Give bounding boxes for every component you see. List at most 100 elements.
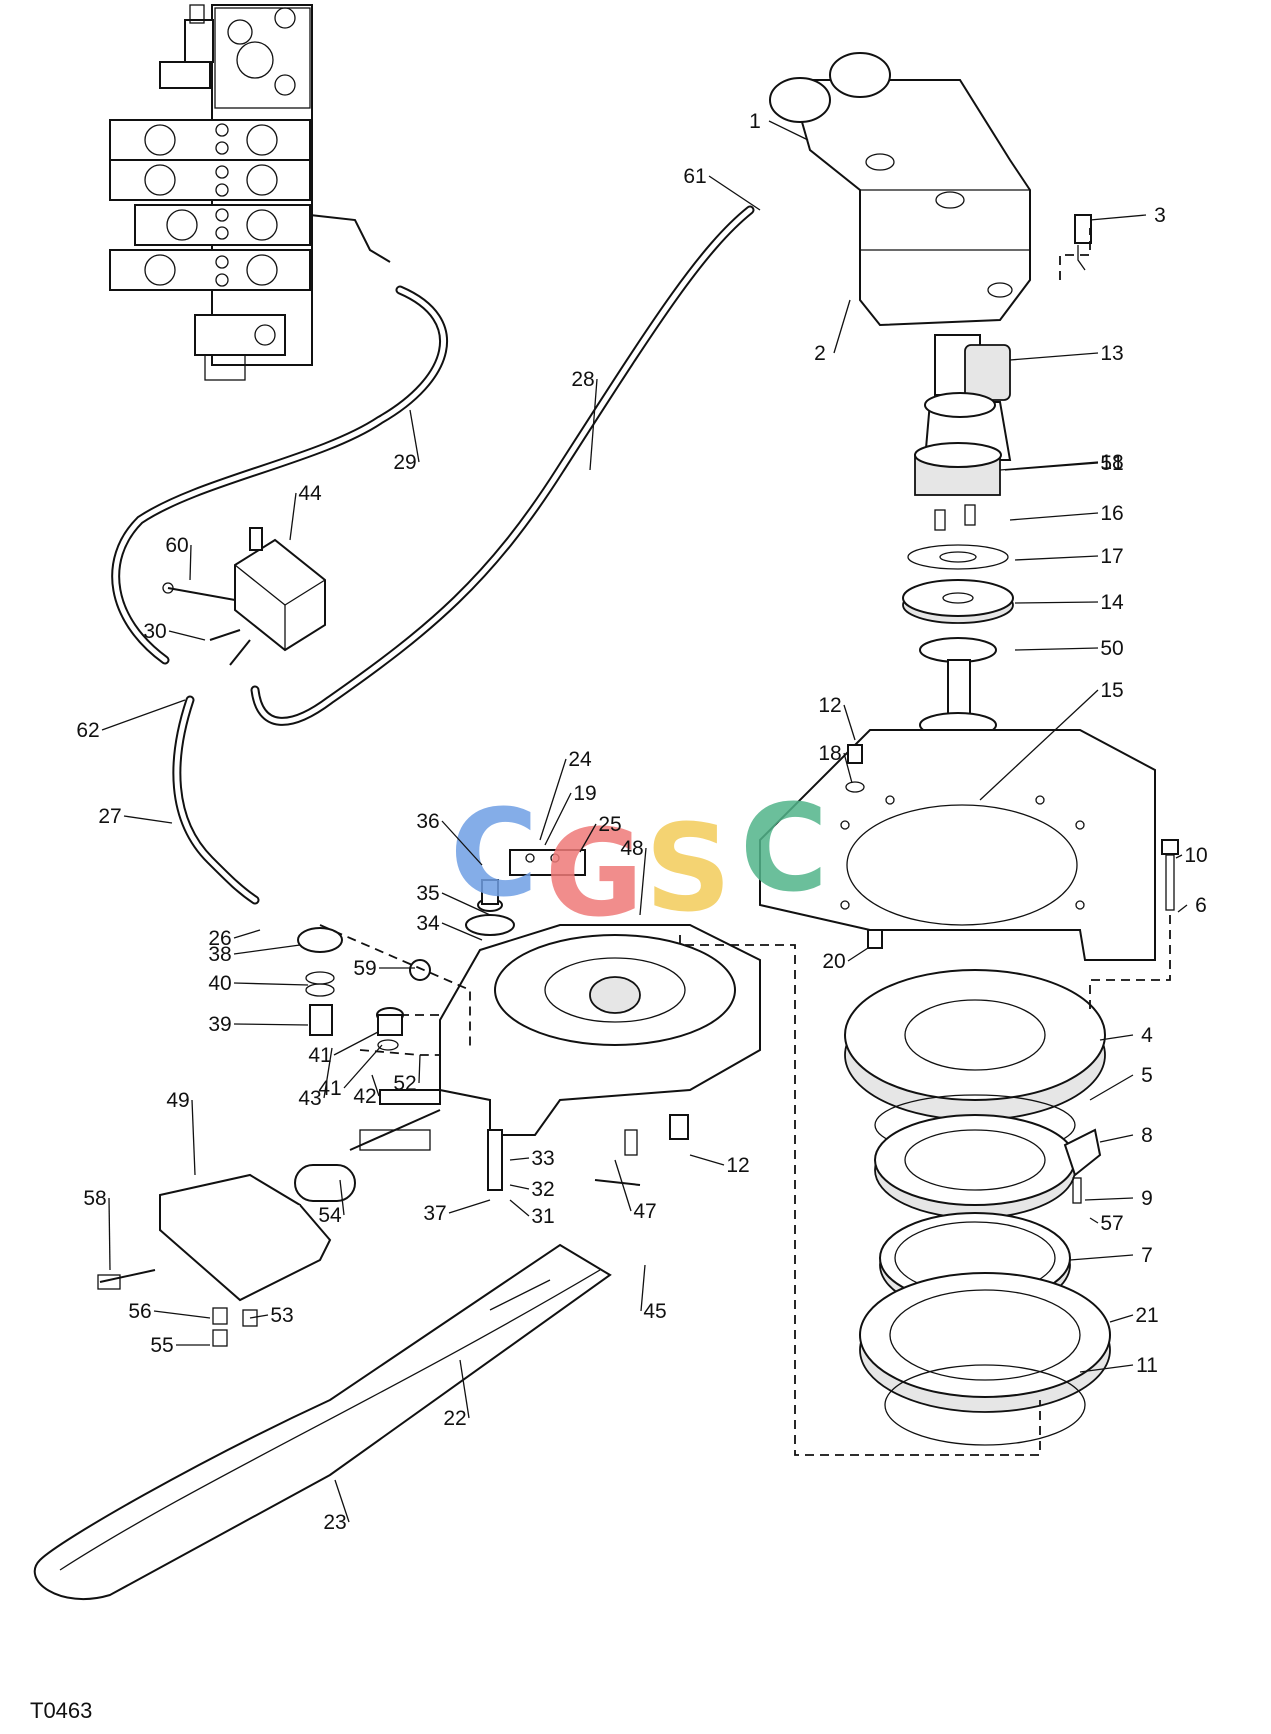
leader-line-2	[833, 299, 851, 354]
watermark-letter-s: S	[645, 800, 731, 939]
leader-line-23	[334, 1479, 350, 1523]
leader-line-8	[1099, 1134, 1134, 1143]
callout-53: 53	[270, 1304, 293, 1327]
callout-34: 34	[416, 912, 440, 935]
leader-line-30	[168, 630, 206, 641]
leader-line-41	[333, 1031, 379, 1056]
callout-23: 23	[323, 1511, 346, 1534]
leader-line-41	[343, 1044, 383, 1089]
callout-37: 37	[423, 1202, 446, 1225]
leader-line-22	[459, 1359, 470, 1419]
callout-27: 27	[98, 805, 121, 828]
leader-line-54	[339, 1179, 345, 1216]
watermark-letter-c1: C	[450, 785, 538, 924]
callout-54: 54	[318, 1204, 342, 1227]
leader-line-3	[1089, 214, 1147, 221]
leader-line-4	[1099, 1034, 1134, 1041]
callout-12: 12	[726, 1154, 749, 1177]
figure-code: T0463	[30, 1698, 93, 1723]
leader-line-24	[539, 758, 567, 841]
leader-line-40	[233, 982, 309, 986]
callout-38: 38	[208, 943, 231, 966]
leader-line-14	[1014, 601, 1099, 604]
leader-line-27	[123, 815, 173, 824]
callout-9: 9	[1141, 1187, 1153, 1210]
leader-line-56	[153, 1310, 211, 1319]
callout-15: 15	[1100, 679, 1123, 702]
mounting-plate	[759, 729, 1156, 961]
leader-line-31	[509, 1199, 530, 1217]
callout-44: 44	[298, 482, 322, 505]
left-small-parts	[297, 927, 404, 1051]
callout-17: 17	[1100, 545, 1123, 568]
leader-line-35	[441, 892, 491, 916]
callout-42: 42	[353, 1085, 376, 1108]
callout-21: 21	[1135, 1304, 1158, 1327]
callout-1: 1	[749, 110, 761, 133]
leader-line-18	[843, 752, 853, 784]
callout-61: 61	[683, 165, 706, 188]
callout-26: 26	[208, 927, 231, 950]
leader-line-52	[418, 1054, 421, 1084]
callout-7: 7	[1141, 1244, 1153, 1267]
callout-3: 3	[1154, 204, 1166, 227]
callout-10: 10	[1184, 844, 1207, 867]
callout-6: 6	[1195, 894, 1207, 917]
saw-head-plate	[379, 849, 761, 1191]
callout-33: 33	[531, 1147, 554, 1170]
leader-line-42	[371, 1074, 380, 1097]
leader-line-39	[233, 1023, 309, 1026]
leader-line-1	[768, 120, 809, 141]
leader-line-50	[1014, 647, 1099, 651]
callout-43: 43	[298, 1087, 321, 1110]
callout-11: 11	[1136, 1354, 1158, 1377]
callout-14: 14	[1100, 591, 1124, 614]
leader-line-28	[589, 378, 598, 471]
callout-51: 51	[1100, 452, 1123, 475]
leader-lines	[101, 120, 1188, 1523]
callout-28: 28	[571, 368, 594, 391]
callout-4: 4	[1141, 1024, 1153, 1047]
leader-line-58	[108, 1197, 111, 1271]
leader-line-25	[579, 823, 597, 853]
leader-line-33	[509, 1157, 530, 1161]
leader-line-36	[441, 820, 483, 866]
leader-line-20	[847, 947, 869, 962]
callout-50: 50	[1100, 637, 1123, 660]
callout-24: 24	[568, 748, 592, 771]
callout-41: 41	[318, 1077, 341, 1100]
leader-line-62	[101, 699, 186, 731]
chain-tensioner-pedal	[97, 1109, 441, 1347]
callout-32: 32	[531, 1178, 554, 1201]
leader-line-7	[1069, 1254, 1134, 1261]
leader-line-32	[509, 1184, 530, 1190]
callout-12: 12	[818, 694, 841, 717]
leader-line-6	[1177, 904, 1188, 913]
callout-41: 41	[308, 1044, 331, 1067]
leader-line-29	[409, 409, 420, 463]
leader-line-10	[1175, 854, 1183, 859]
leader-line-47	[614, 1159, 632, 1212]
leader-line-13	[1009, 352, 1099, 361]
leader-line-60	[189, 544, 192, 581]
callout-30: 30	[143, 620, 166, 643]
callout-31: 31	[531, 1205, 554, 1228]
leader-line-12	[689, 1154, 725, 1166]
leader-line-5	[1089, 1074, 1134, 1101]
control-valve-bank	[109, 4, 313, 381]
leader-line-26	[233, 929, 261, 939]
callout-62: 62	[76, 719, 99, 742]
leader-line-53	[249, 1314, 269, 1319]
leader-line-9	[1084, 1197, 1134, 1201]
leader-line-44	[289, 492, 297, 541]
callout-36: 36	[416, 810, 439, 833]
watermark-letter-c2: C	[740, 780, 828, 919]
leader-line-15	[979, 689, 1099, 801]
bearing-ring-stack	[844, 744, 1179, 1446]
callout-55: 55	[150, 1334, 173, 1357]
leader-line-49	[191, 1099, 196, 1176]
callout-25: 25	[598, 813, 621, 836]
leader-line-37	[448, 1199, 491, 1214]
leader-line-57	[1089, 1217, 1099, 1224]
